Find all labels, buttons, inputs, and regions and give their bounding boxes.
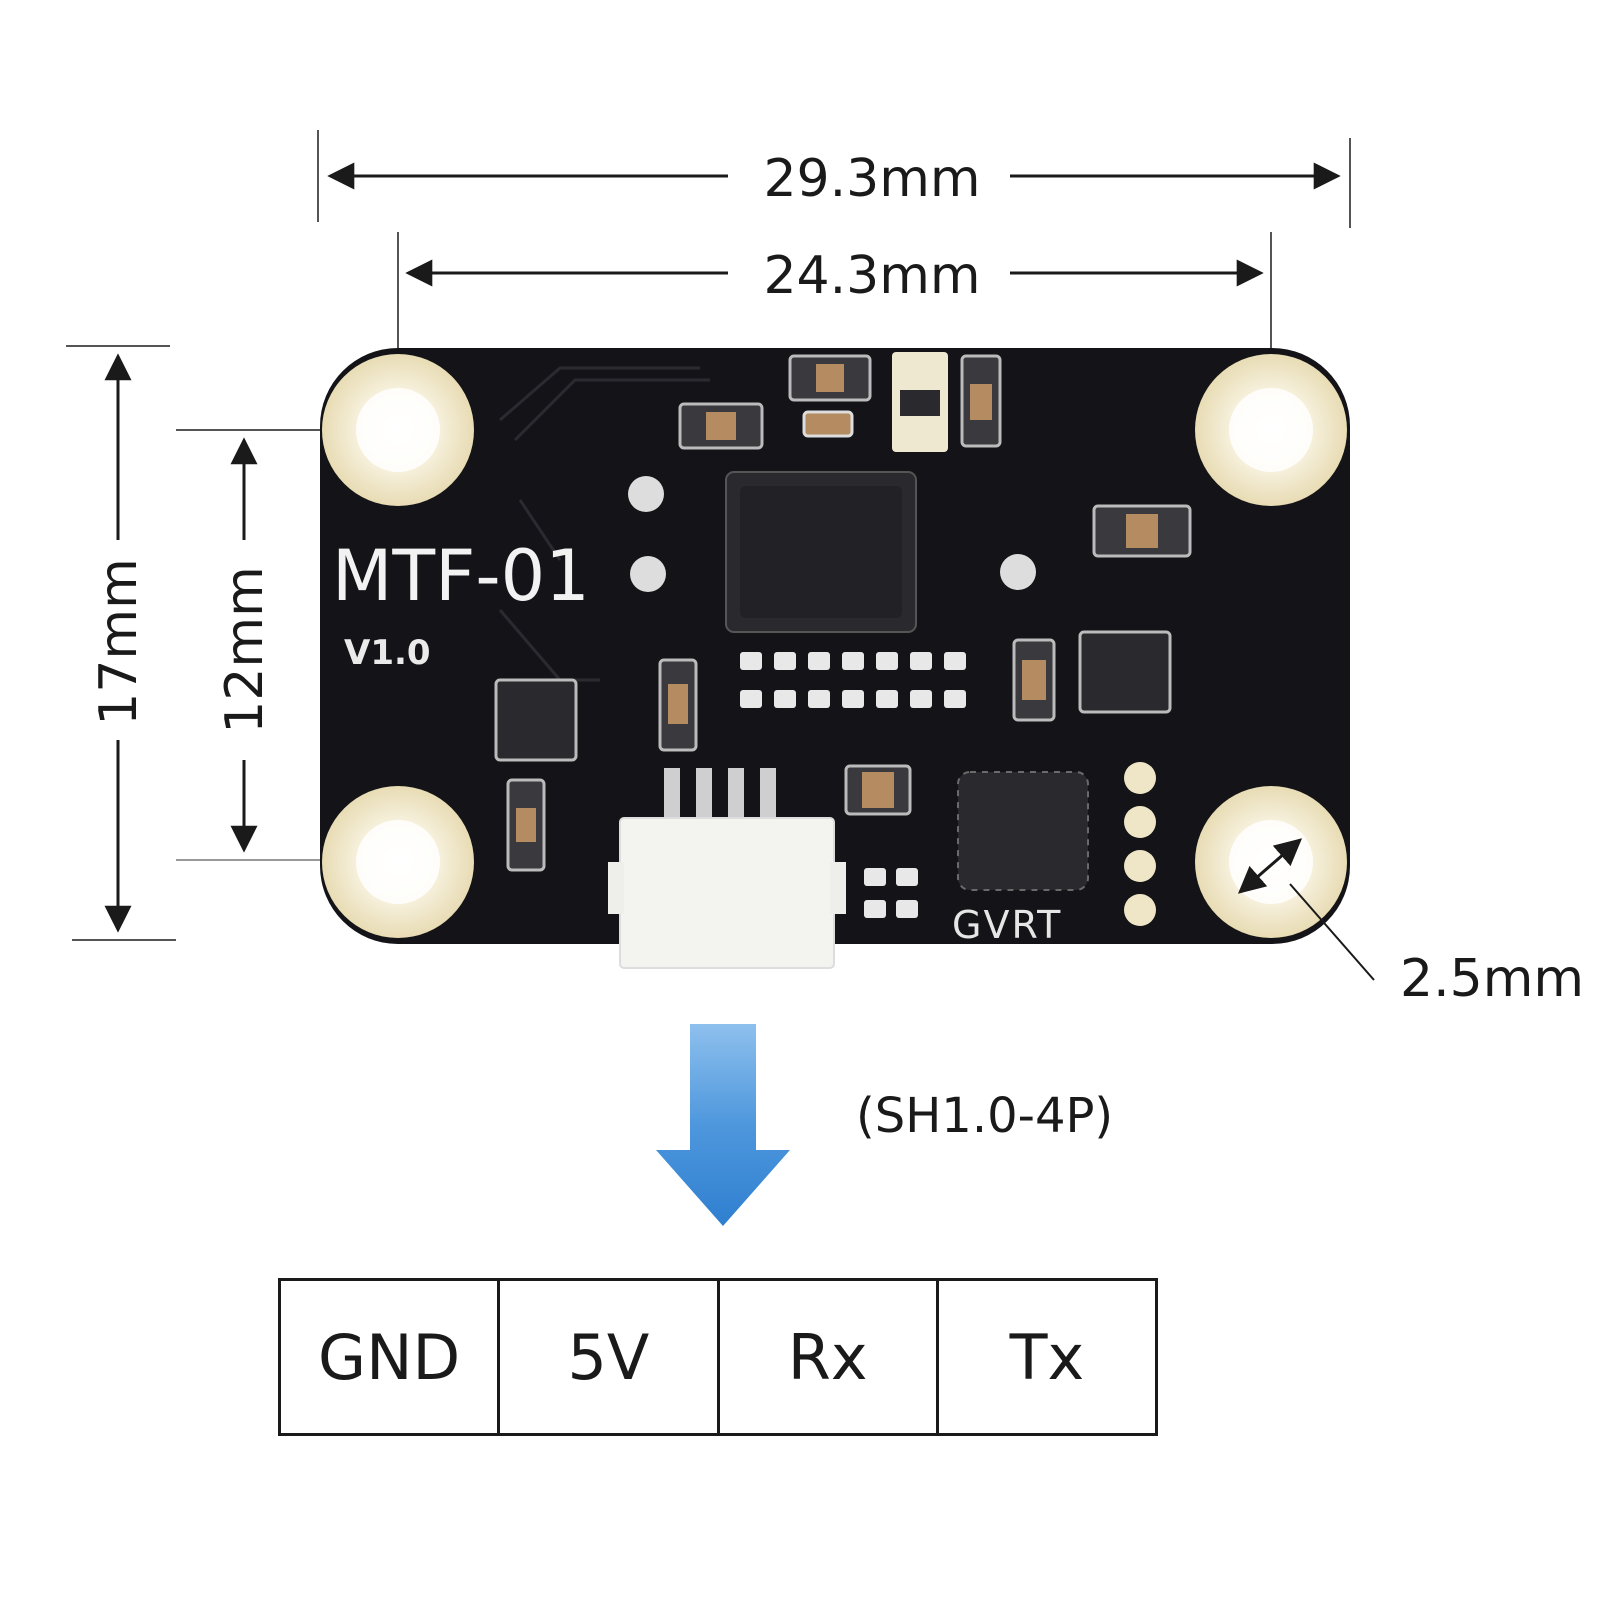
hole-diameter-label: 2.5mm: [1400, 949, 1584, 1009]
mounting-hole-bottom-right: [1195, 786, 1347, 938]
sh-connector: [608, 768, 846, 969]
main-chip: [725, 471, 917, 633]
dimension-hole-diameter: 2.5mm: [1237, 838, 1584, 1009]
side-pads: [1124, 762, 1156, 926]
dimension-overall-width: 29.3mm: [317, 130, 1351, 228]
pin-rx: Rx: [720, 1281, 939, 1433]
overall-height-label: 17mm: [89, 558, 149, 725]
pad-array: [740, 652, 966, 918]
connector-type-label: (SH1.0-4P): [856, 1088, 1113, 1144]
overall-width-label: 29.3mm: [763, 149, 980, 209]
smd-components: [494, 352, 1192, 872]
down-arrow-icon: [656, 1024, 790, 1226]
pcb-board: MTF-01 V1.0 GVRT: [320, 348, 1350, 969]
mounting-hole-top-left: [322, 354, 474, 506]
dimension-overall-height: 17mm: [66, 345, 176, 941]
pin-tx: Tx: [1009, 1320, 1085, 1394]
board-version-label: V1.0: [344, 633, 431, 673]
pin-5v: 5V: [500, 1281, 720, 1433]
board-brand-label: GVRT: [952, 903, 1062, 947]
pinout-table: GND 5V Rx Tx: [278, 1278, 1158, 1436]
board-model-label: MTF-01: [332, 535, 590, 617]
mounting-hole-bottom-left: [322, 786, 474, 938]
secondary-chip: [957, 771, 1089, 891]
dimension-hole-spacing-width: 24.3mm: [397, 232, 1272, 430]
hole-spacing-width-label: 24.3mm: [763, 246, 980, 306]
hole-spacing-height-label: 12mm: [215, 566, 275, 733]
pin-gnd: GND: [281, 1281, 501, 1433]
mounting-hole-top-right: [1195, 354, 1347, 506]
